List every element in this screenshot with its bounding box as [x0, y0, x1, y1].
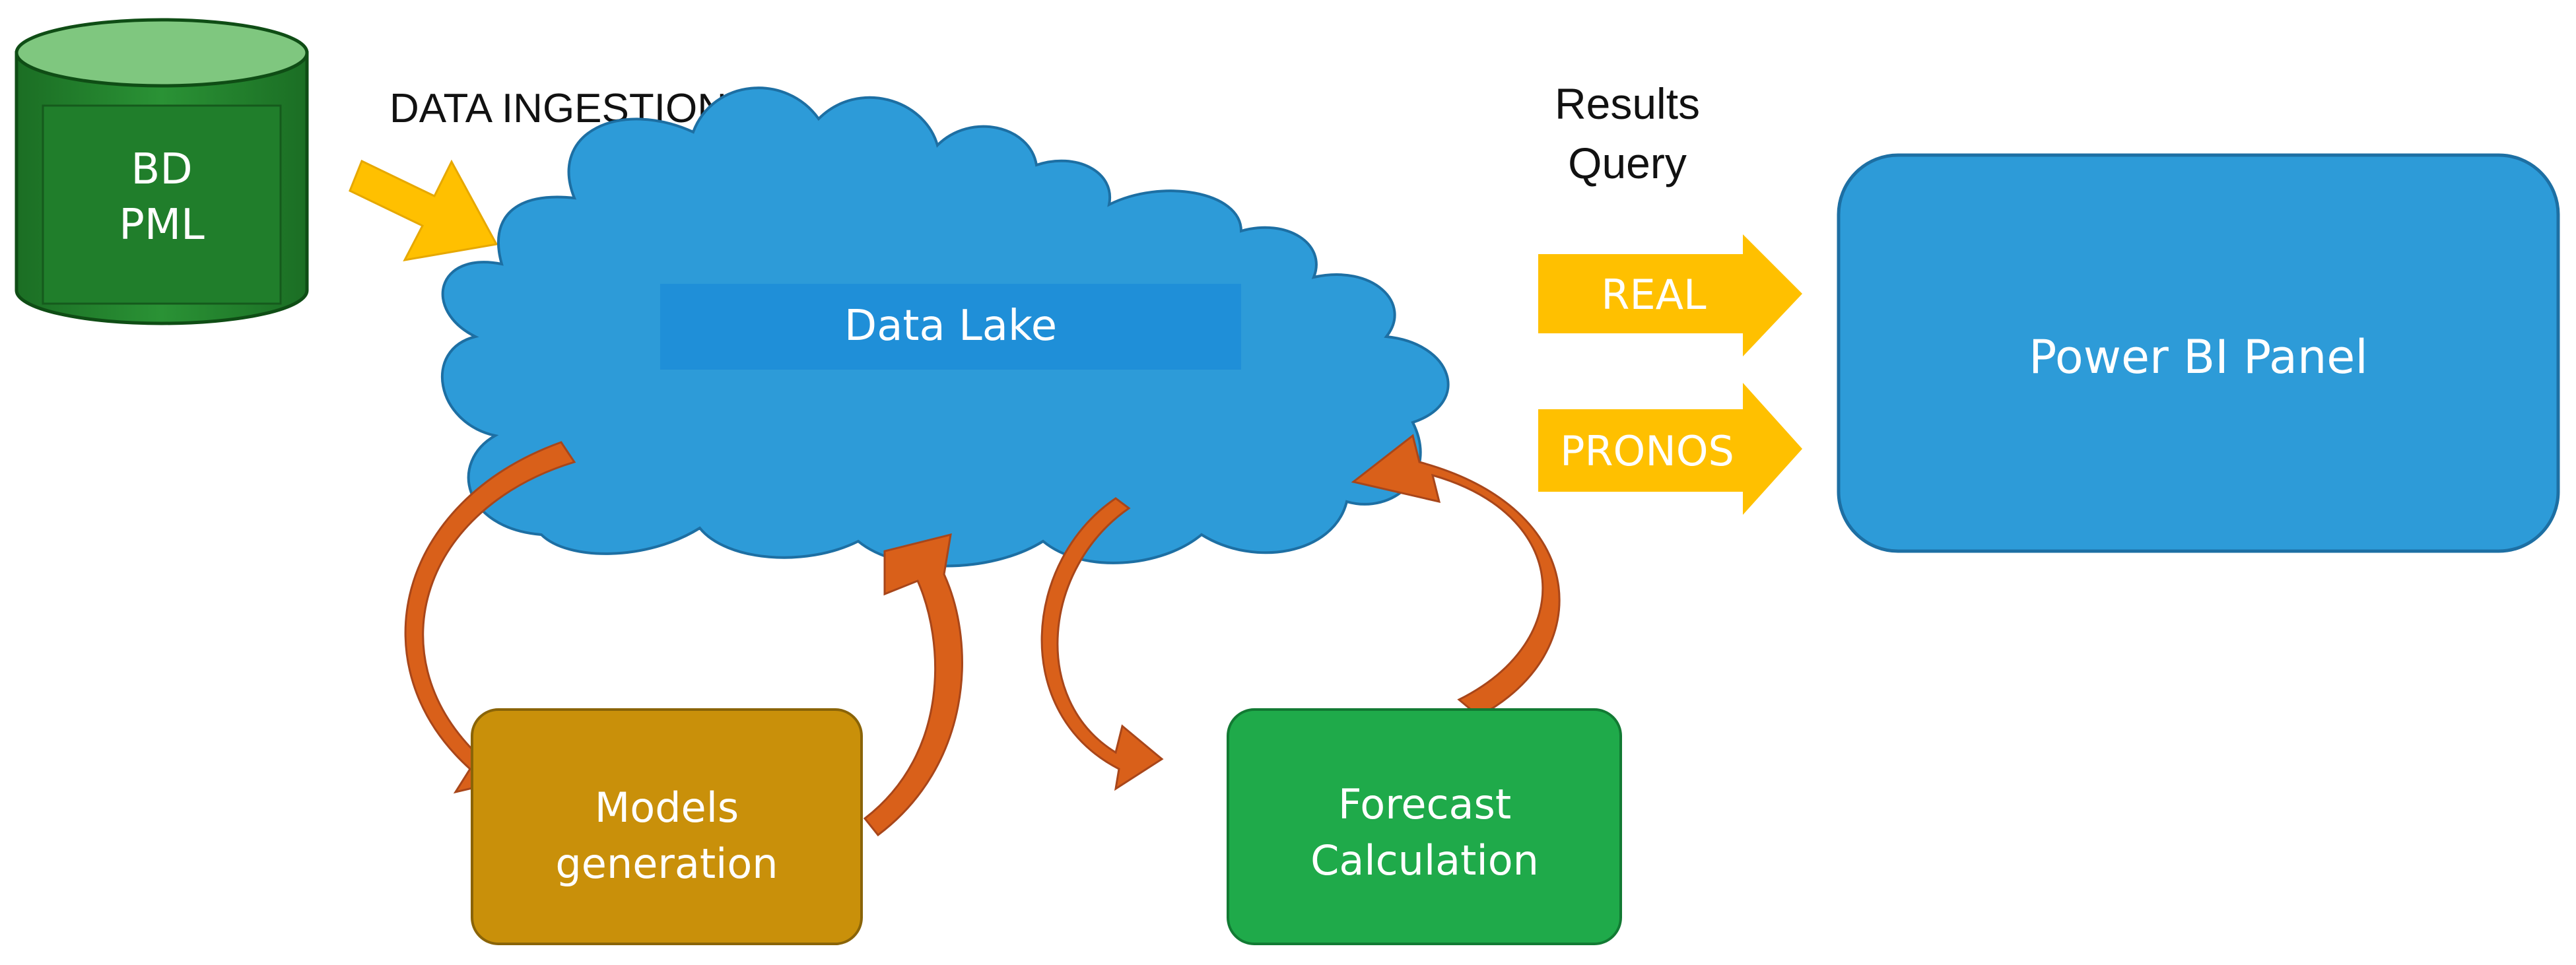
real-arrow: REAL [1538, 234, 1802, 356]
models-label-line2: generation [555, 840, 778, 888]
power-bi-panel: Power BI Panel [1837, 153, 2560, 553]
ingestion-arrow [349, 159, 498, 261]
forecast-calculation-box: Forecast Calculation [1227, 708, 1622, 945]
models-generation-box: Models generation [471, 708, 863, 945]
lake-to-forecast-arrow [1040, 497, 1164, 791]
forecast-label-line2: Calculation [1310, 836, 1539, 884]
results-query-label-line1: Results [1555, 79, 1700, 128]
results-query-label-line2: Query [1568, 139, 1687, 187]
forecast-to-lake-arrow [1351, 434, 1561, 717]
real-arrow-label: REAL [1601, 271, 1707, 319]
data-lake-label-band [660, 284, 1241, 370]
models-label-line1: Models [595, 783, 739, 832]
lake-to-models-arrow [404, 441, 576, 794]
data-lake-cloud: Data Lake [440, 86, 1450, 568]
database-label-line1: BD [131, 145, 192, 194]
data-lake-label: Data Lake [844, 302, 1057, 350]
models-to-lake-arrow [863, 533, 963, 837]
forecast-label-line1: Forecast [1338, 780, 1511, 828]
pronos-arrow-label: PRONOS [1560, 427, 1734, 475]
database-label-line2: PML [119, 201, 205, 250]
pronos-arrow: PRONOS [1538, 383, 1802, 515]
power-bi-label: Power BI Panel [2029, 330, 2368, 384]
database-cylinder: BD PML [15, 18, 309, 325]
